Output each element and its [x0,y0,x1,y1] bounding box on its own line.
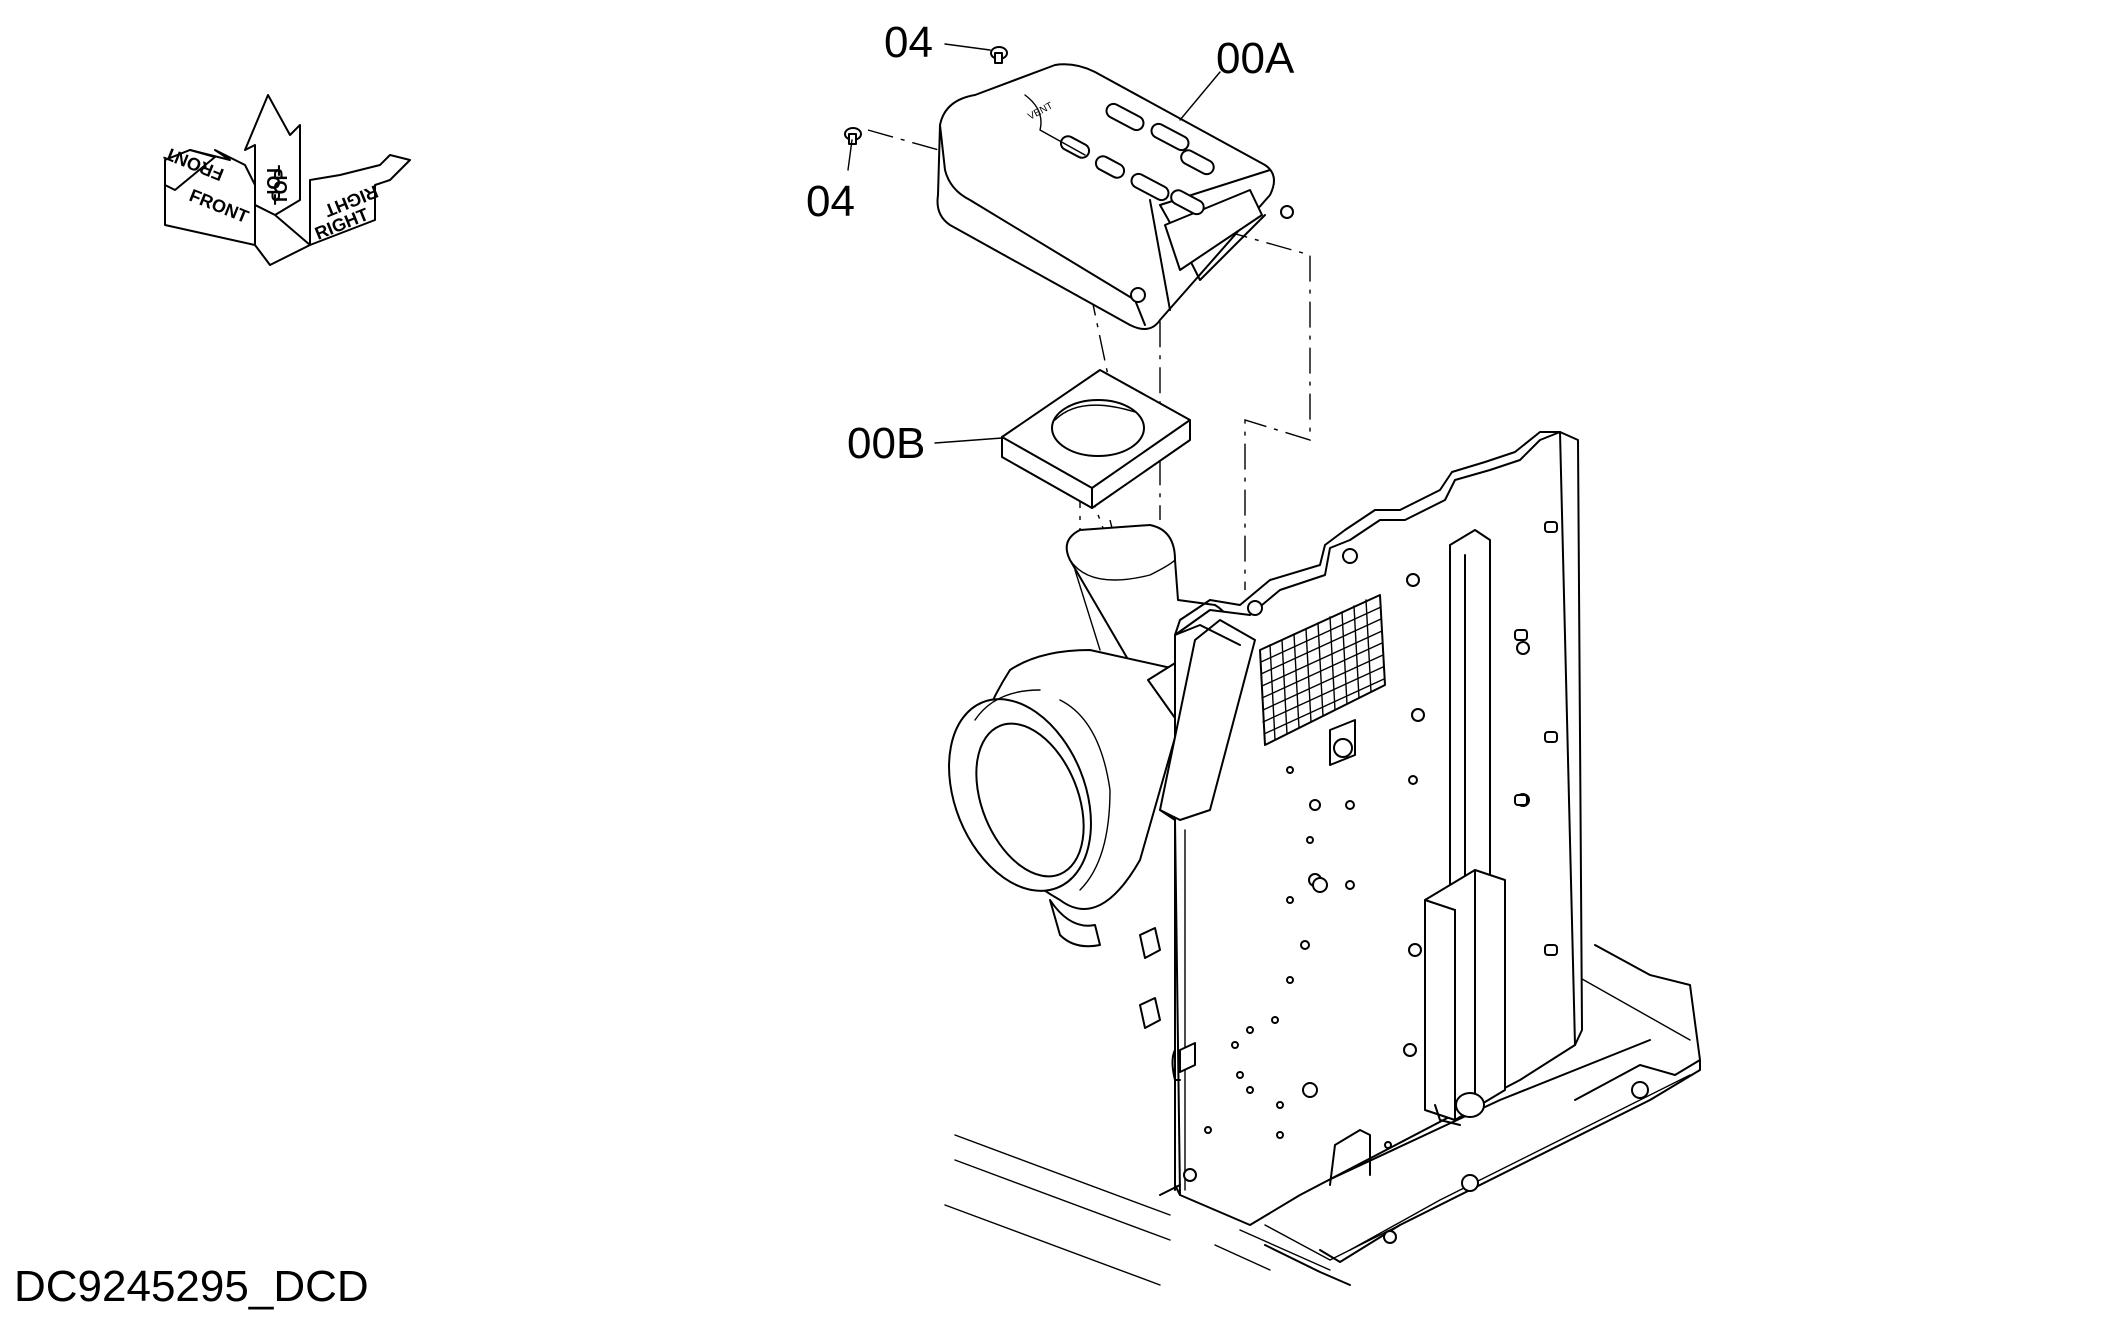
callout-cover: 00A [1216,34,1295,83]
drawing-reference-code: DC9245295_DCD [14,1262,369,1311]
leader-lines [847,43,1221,444]
orientation-indicator: FRONT FRONT TOP TOP RIGHT RIGHT [162,94,411,266]
top-label-mirrored: TOP [271,168,291,205]
vent-mesh [1259,594,1386,746]
gasket-part [1001,369,1191,509]
top-label: TOP [263,165,283,202]
chassis-frame [944,944,1701,1286]
cover-part: VENT [936,63,1294,330]
callout-screw-lower: 04 [806,177,855,226]
plate-pins [1514,521,1558,956]
air-cleaner [948,524,1234,948]
screw-lower [844,127,862,145]
callout-gasket: 00B [847,419,925,468]
callout-screw-upper: 04 [884,18,933,67]
screw-upper [990,46,1008,64]
mounting-plate [1139,431,1583,1226]
